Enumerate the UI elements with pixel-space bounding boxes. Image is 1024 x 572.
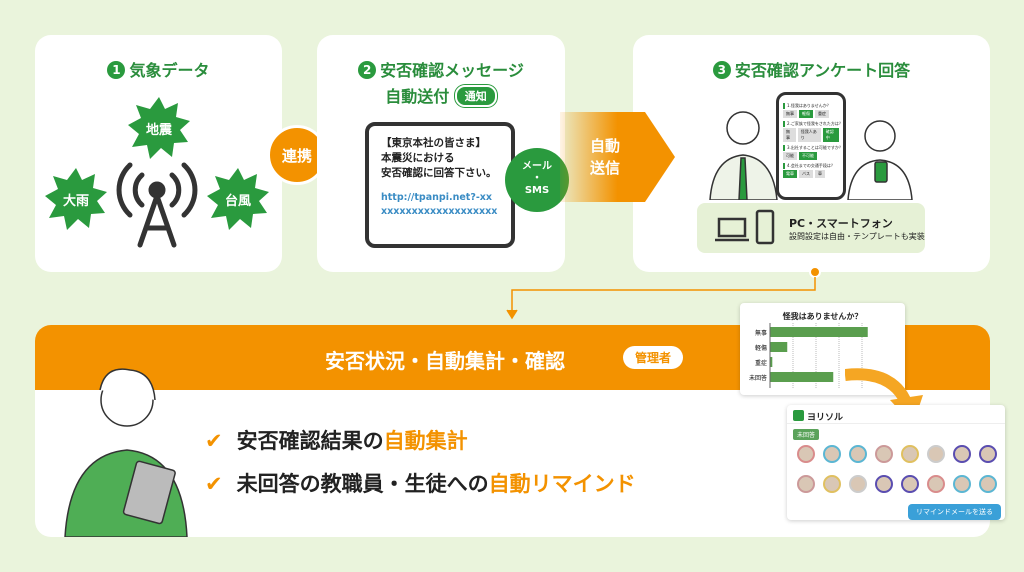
step2-title: 安否確認メッセージ [380, 61, 524, 80]
person-right-icon [847, 120, 913, 200]
survey-options: 無事怪我人あり確認中 [783, 128, 839, 142]
send-reminder-button[interactable]: リマインドメールを送る [908, 504, 1001, 520]
avatar[interactable] [823, 445, 841, 463]
survey-option[interactable]: 軽傷 [799, 110, 813, 118]
avatar[interactable] [927, 475, 945, 493]
flow-connector [506, 266, 821, 320]
laptop-icon [715, 217, 749, 242]
survey-option[interactable]: 電車 [783, 170, 797, 178]
avatar[interactable] [979, 475, 997, 493]
devices-title: PC・スマートフォン [789, 217, 893, 230]
dashboard-title: 安否状況・自動集計・確認 [325, 349, 565, 373]
avatar[interactable] [979, 445, 997, 463]
survey-options: 可能不可能 [783, 152, 839, 160]
hazard-earthquake: 地震 [128, 97, 190, 159]
survey-option[interactable]: 可能 [783, 152, 797, 160]
admin-person-icon [64, 368, 188, 537]
point-auto-remind: ✔未回答の教職員・生徒への自動リマインド [205, 472, 636, 496]
avatar[interactable] [953, 475, 971, 493]
chart-title: 怪我はありませんか？ [782, 312, 863, 321]
yorisoru-panel: ヨリソル 未回答 リマインドメールを送る [787, 405, 1005, 520]
avatar[interactable] [901, 445, 919, 463]
avatar[interactable] [797, 445, 815, 463]
category-label: 無事 [755, 329, 767, 337]
survey-option[interactable]: 重症 [815, 110, 829, 118]
survey-option[interactable]: 無事 [783, 110, 797, 118]
survey-option[interactable]: バス [799, 170, 813, 178]
check-icon: ✔ [205, 472, 223, 496]
survey-question: 2.ご家族で怪我をされた方は？ [783, 121, 843, 127]
channel-bubble: メール・SMS [505, 148, 569, 212]
avatar[interactable] [797, 475, 815, 493]
survey-options: 電車バス車 [783, 170, 839, 178]
unanswered-label: 未回答 [793, 429, 820, 440]
yorisoru-logo-icon [793, 410, 804, 421]
avatar[interactable] [953, 445, 971, 463]
survey-question: 4.会社までの交通手段は？ [783, 163, 839, 169]
avatar[interactable] [901, 475, 919, 493]
hazard-typhoon: 台風 [207, 168, 269, 230]
category-label: 未回答 [749, 374, 767, 382]
bar-重症 [770, 357, 773, 367]
category-label: 重症 [755, 359, 767, 367]
avatar[interactable] [875, 475, 893, 493]
bar-軽傷 [770, 342, 788, 352]
smartphone-icon [755, 209, 775, 245]
admin-badge: 管理者 [623, 346, 684, 369]
step3-title: 安否確認アンケート回答 [734, 61, 911, 80]
bar-未回答 [770, 372, 834, 382]
avatar[interactable] [849, 445, 867, 463]
devices-subtitle: 設問設定は自由・テンプレートも実装 [789, 232, 925, 241]
avatar[interactable] [927, 445, 945, 463]
avatar[interactable] [849, 475, 867, 493]
check-icon: ✔ [205, 429, 223, 453]
survey-option[interactable]: 無事 [783, 128, 796, 142]
auto-send-label: 自動送信 [590, 137, 621, 177]
message-preview: 【東京本社の皆さま】 本震災における 安否確認に回答下さい。 http://tp… [365, 122, 515, 248]
avatar[interactable] [823, 475, 841, 493]
auto-send-arrow [560, 112, 675, 202]
notify-badge: 通知 [454, 85, 497, 107]
survey-options: 無事軽傷重症 [783, 110, 839, 118]
avatar[interactable] [875, 445, 893, 463]
yorisoru-logo: ヨリソル [807, 413, 844, 423]
survey-option[interactable]: 怪我人あり [797, 128, 821, 142]
survey-option[interactable]: 確認中 [822, 128, 839, 142]
survey-option[interactable]: 不可能 [799, 152, 817, 160]
person-left-icon [709, 111, 778, 200]
point-auto-aggregate: ✔安否確認結果の自動集計 [205, 429, 468, 453]
hazard-heavy-rain: 大雨 [45, 168, 107, 230]
step1-title: 気象データ [129, 61, 210, 80]
survey-question: 3.出社することは可能ですか？ [783, 145, 843, 151]
antenna-icon [116, 162, 198, 248]
survey-option[interactable]: 車 [815, 170, 825, 178]
devices-panel: PC・スマートフォン 設問設定は自由・テンプレートも実装 [697, 203, 925, 253]
bar-無事 [770, 327, 868, 337]
category-label: 軽傷 [755, 344, 767, 352]
survey-question: 1.怪我はありませんか？ [783, 103, 839, 109]
